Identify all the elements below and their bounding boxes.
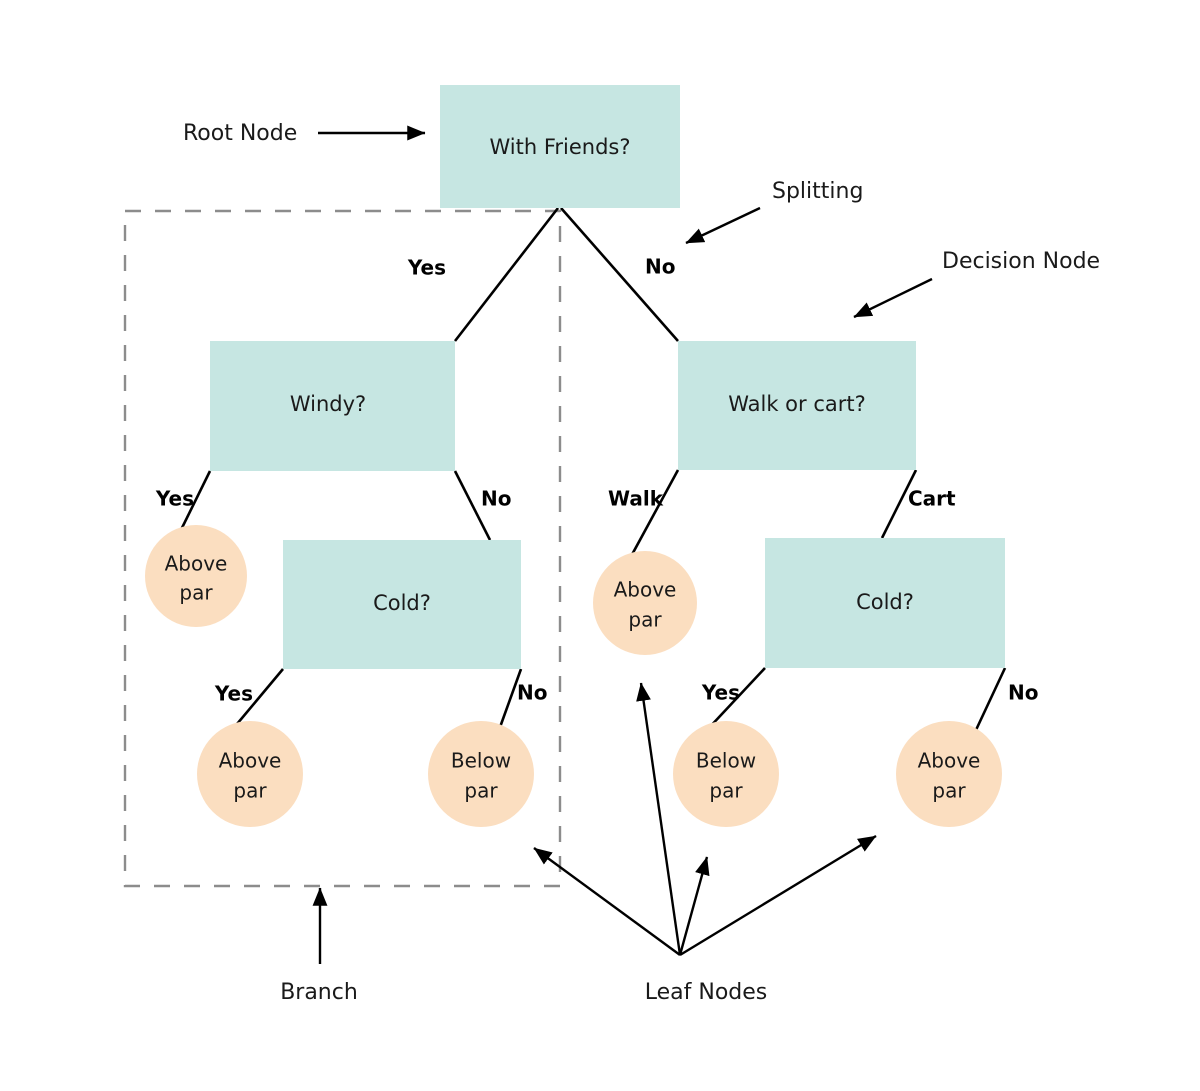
leaf-windy-yes-circle[interactable] (145, 525, 247, 627)
annotation-leaf-nodes-arrow-2 (636, 682, 682, 956)
node-cold-left-label: Cold? (373, 591, 431, 615)
edge-root-no (560, 207, 679, 342)
node-cold-right-label: Cold? (856, 590, 914, 614)
node-walk-or-cart[interactable]: Walk or cart? (678, 341, 916, 470)
edge-label-cold-right-yes: Yes (701, 681, 740, 705)
edge-windy-yes (176, 470, 212, 537)
annotation-root-node-label: Root Node (183, 121, 297, 146)
leaf-cold-left-yes-circle[interactable] (197, 721, 303, 827)
leaf-cold-right-no-line1: Above (918, 749, 981, 773)
leaf-walk-circle[interactable] (593, 551, 697, 655)
leaf-walk[interactable]: Above par (593, 551, 697, 655)
edge-cold-right-yes (706, 667, 766, 731)
edge-label-windy-no: No (481, 487, 511, 511)
leaf-windy-yes[interactable]: Above par (145, 525, 247, 627)
leaf-nodes: Above par Above par Below par Above par (145, 525, 1002, 827)
leaf-windy-yes-line2: par (179, 581, 213, 605)
edge-cold-right-no (974, 667, 1007, 731)
edge-labels: Yes No Yes No Yes No Walk Cart Yes No (155, 255, 1039, 706)
leaf-cold-left-no[interactable]: Below par (428, 721, 534, 827)
edge-label-cold-left-yes: Yes (214, 682, 253, 706)
leaf-windy-yes-line1: Above (165, 552, 228, 576)
leaf-cold-right-no-circle[interactable] (896, 721, 1002, 827)
edge-label-windy-yes: Yes (155, 487, 194, 511)
annotation-splitting-label: Splitting (772, 179, 863, 204)
leaf-cold-right-no[interactable]: Above par (896, 721, 1002, 827)
annotation-decision-node-label: Decision Node (942, 249, 1100, 274)
leaf-walk-line2: par (628, 608, 662, 632)
node-windy-box[interactable] (210, 341, 455, 471)
annotation-leaf-nodes-arrow-1 (533, 847, 681, 956)
node-windy-label: Windy? (290, 392, 366, 416)
edge-label-walk: Walk (608, 487, 664, 511)
leaf-cold-right-no-line2: par (932, 779, 966, 803)
leaf-cold-right-yes-line1: Below (696, 749, 756, 773)
node-root[interactable]: With Friends? (440, 85, 680, 208)
node-cold-left-box[interactable] (283, 540, 521, 669)
edge-label-cold-left-no: No (517, 681, 547, 705)
node-root-box[interactable] (440, 85, 680, 208)
leaf-cold-left-no-line1: Below (451, 749, 511, 773)
leaf-cold-left-no-line2: par (464, 779, 498, 803)
leaf-cold-left-yes-line1: Above (219, 749, 282, 773)
edge-cart (880, 469, 918, 539)
annotation-branch-label: Branch (280, 980, 358, 1005)
edge-label-cart: Cart (908, 487, 956, 511)
leaf-cold-left-yes[interactable]: Above par (197, 721, 303, 827)
edge-label-root-no: No (645, 255, 675, 279)
edges (176, 207, 1007, 731)
node-root-label: With Friends? (489, 135, 630, 159)
leaf-cold-left-no-circle[interactable] (428, 721, 534, 827)
branch-dashed-box (123, 209, 562, 888)
annotation-leaf-nodes-label: Leaf Nodes (645, 980, 768, 1005)
node-walk-or-cart-label: Walk or cart? (728, 392, 866, 416)
edge-walk (626, 469, 680, 563)
edge-cold-left-yes (231, 668, 284, 731)
leaf-cold-left-yes-line2: par (233, 779, 267, 803)
annotation-decision-node-arrow (853, 277, 933, 319)
node-walk-or-cart-box[interactable] (678, 341, 916, 470)
decision-nodes: With Friends? Windy? Walk or cart? Cold?… (210, 85, 1005, 669)
annotation-leaf-nodes-arrow-4 (679, 834, 877, 957)
leaf-cold-right-yes-line2: par (709, 779, 743, 803)
edge-cold-left-no (497, 668, 523, 731)
annotations: Root Node Splitting Decision Node Branch… (183, 121, 1100, 1005)
annotation-splitting-arrow (685, 206, 761, 245)
leaf-cold-right-yes-circle[interactable] (673, 721, 779, 827)
node-cold-left[interactable]: Cold? (283, 540, 521, 669)
node-windy[interactable]: Windy? (210, 341, 455, 471)
leaf-walk-line1: Above (614, 578, 677, 602)
edge-windy-no (453, 470, 492, 541)
edge-label-cold-right-no: No (1008, 681, 1038, 705)
leaf-cold-right-yes[interactable]: Below par (673, 721, 779, 827)
edge-label-root-yes: Yes (407, 256, 446, 280)
node-cold-right[interactable]: Cold? (765, 538, 1005, 668)
node-cold-right-box[interactable] (765, 538, 1005, 668)
edge-root-yes (453, 207, 560, 342)
annotation-leaf-nodes-arrow-3 (678, 856, 710, 956)
